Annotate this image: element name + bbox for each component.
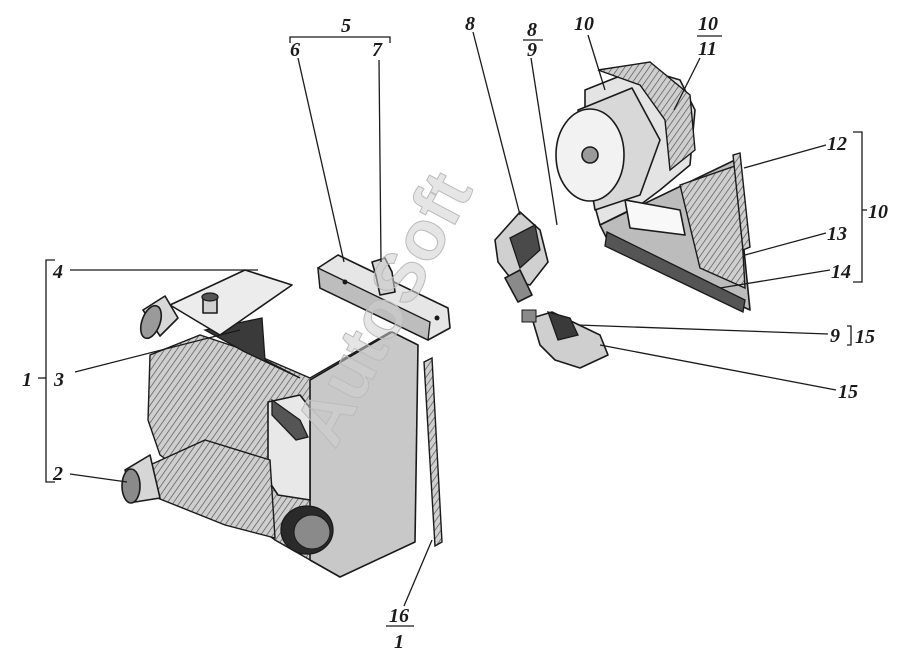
label-part-7: 7 — [372, 39, 383, 61]
label-part-15-group: 15 — [855, 326, 875, 348]
label-part-9-fraction-bottom: 9 — [527, 39, 537, 61]
housing-round-opening-inner — [293, 514, 331, 550]
lower-lever — [521, 309, 609, 369]
label-part-2: 2 — [52, 463, 63, 485]
heater-housing — [121, 269, 419, 578]
filter-mesh — [679, 164, 746, 290]
housing-lid-plate — [169, 269, 293, 336]
gasket-strip — [423, 356, 443, 548]
bracket-hole-b — [434, 315, 440, 321]
label-part-14: 14 — [831, 261, 851, 283]
label-part-15: 15 — [838, 381, 858, 403]
bracket-group-5 — [289, 36, 391, 43]
label-part-9-sub: 9 — [830, 325, 840, 347]
filter-bottom-rail — [604, 231, 746, 313]
label-part-8: 8 — [465, 13, 475, 35]
label-part-10-fraction-top: 10 — [698, 13, 718, 35]
label-part-11-fraction-bottom: 11 — [698, 38, 717, 60]
bracket-group-10 — [853, 131, 863, 283]
bracket-fold — [317, 266, 431, 341]
lower-lever-tip — [546, 311, 579, 341]
upper-lever-bracket — [494, 211, 549, 303]
housing-slot-flap — [271, 398, 309, 441]
fan-housing-rim — [597, 61, 696, 172]
label-part-10-group: 10 — [868, 201, 888, 223]
label-part-3: 3 — [53, 369, 64, 391]
motor-shaft — [581, 146, 599, 164]
bracket-group-1 — [45, 259, 55, 483]
mounting-bracket — [317, 254, 451, 341]
lever-clip — [504, 269, 533, 303]
label-part-1-fraction-bottom: 1 — [394, 631, 404, 653]
label-part-16-fraction-top: 16 — [389, 605, 409, 627]
part-labels: 1 2 3 4 5 6 7 8 8 9 10 10 11 10 12 13 14… — [22, 13, 888, 653]
seal-strip — [732, 152, 751, 252]
label-part-10: 10 — [574, 13, 594, 35]
label-part-13: 13 — [827, 223, 847, 245]
label-part-12: 12 — [827, 133, 847, 155]
fan-motor-unit — [555, 61, 751, 313]
label-part-5: 5 — [341, 15, 351, 37]
housing-upper-pipe-end — [139, 304, 163, 340]
bracket-hole-a — [342, 279, 348, 285]
housing-lower-pipe-end — [121, 468, 141, 504]
label-part-8-fraction-top: 8 — [527, 19, 537, 41]
lever-slot — [509, 224, 541, 270]
filter-window — [624, 199, 686, 236]
housing-top-boss-cap — [201, 292, 219, 302]
housing-front-face — [309, 331, 419, 578]
leader-lines — [38, 31, 867, 627]
lower-lever-pin — [521, 309, 537, 323]
label-part-4: 4 — [52, 261, 63, 283]
bracket-hook — [371, 257, 396, 296]
label-part-1: 1 — [22, 369, 32, 391]
label-part-6: 6 — [290, 39, 300, 61]
